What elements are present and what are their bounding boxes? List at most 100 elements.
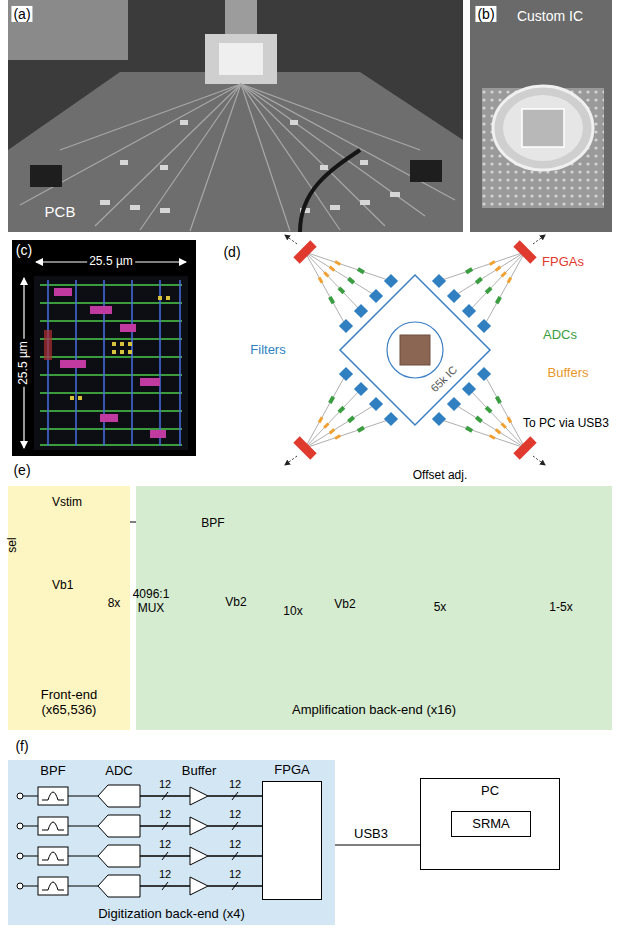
pcb-photo [120, 160, 128, 165]
connector-group [322, 845, 420, 846]
node-label: Front-end (x65,536) [24, 688, 114, 718]
layout-image [166, 296, 170, 300]
layout-image [131, 280, 133, 446]
layout-image [140, 378, 160, 386]
digitization-row [17, 875, 262, 897]
link-note: To PC via USB3 [523, 417, 609, 431]
dimension-label: 25.5 µm [87, 255, 135, 269]
layout-image [54, 288, 72, 296]
panel-letter: (c) [16, 242, 32, 258]
pcb-photo [190, 84, 241, 231]
pcb-photo [20, 84, 455, 231]
layout-image [112, 350, 116, 354]
layout-image [128, 342, 132, 346]
pcb-photo [8, 0, 463, 232]
pcb-photo [300, 150, 360, 232]
ic-photo [522, 109, 564, 147]
column-label: ADC [105, 764, 132, 779]
node-label: Digitization back-end (x4) [98, 907, 245, 922]
pcb-photo [241, 84, 385, 226]
component-label: BPF [201, 517, 224, 531]
layout-image [48, 280, 180, 446]
layout-image [70, 396, 74, 400]
layout-image [159, 280, 161, 446]
pc-box: PC SRMA [420, 778, 560, 870]
pcb-photo [30, 165, 62, 187]
component-label: FPGAs [542, 255, 584, 270]
pcb-photo [205, 34, 277, 84]
digitization-row [17, 785, 262, 807]
well-outline [387, 322, 443, 378]
pcb-photo [241, 84, 420, 150]
layout-image [112, 342, 116, 346]
pcb-photo [241, 84, 425, 216]
pcb-photo [100, 200, 110, 205]
bus-width: 12 [159, 838, 171, 851]
signal-name: Vb2 [225, 596, 246, 610]
digitization-band: Digitization back-end (x4) FPGA [8, 760, 335, 925]
bus-width: 12 [159, 868, 171, 881]
signal-name: Vb1 [52, 579, 73, 593]
bus-width: 12 [159, 778, 171, 791]
ic-photo [470, 0, 612, 232]
pcb-photo [241, 84, 340, 230]
layout-image [54, 288, 166, 438]
bus-width: 12 [229, 808, 241, 821]
ic-photo [493, 86, 593, 170]
photo-caption: Custom IC [517, 8, 583, 24]
layout-image [90, 306, 112, 314]
panel-letter: (d) [223, 244, 240, 260]
layout-image [60, 360, 86, 368]
srma-box: SRMA [451, 811, 531, 837]
pcb-photo [130, 205, 140, 210]
pcb-photo [8, 0, 128, 60]
board-sketch [285, 235, 545, 465]
pcb-photo [95, 84, 241, 226]
pcb-photo [360, 200, 370, 205]
photo-caption: PCB [45, 203, 76, 220]
layout-image [44, 330, 52, 360]
bus-width: 12 [229, 838, 241, 851]
fpga-box: FPGA [262, 781, 322, 900]
layout-image [150, 430, 166, 438]
ic-diamond: 65k IC [340, 275, 490, 425]
multiplicity-label: 8x [108, 597, 121, 611]
layout-image [47, 280, 49, 446]
node-label: FPGA [263, 763, 321, 778]
panel-letter: (e) [13, 462, 30, 478]
column-label: Buffer [182, 764, 216, 779]
pcb-photo [100, 120, 400, 213]
pcb-photo [241, 84, 455, 200]
pcb-photo [60, 84, 241, 150]
node-label: SRMA [472, 817, 510, 832]
ic-outline [340, 275, 490, 425]
signal-name: sel [6, 537, 20, 552]
node-label: Amplification back-end (x16) [292, 703, 456, 718]
bus-width: 12 [159, 808, 171, 821]
digitization-row [17, 845, 262, 867]
panel-letter: (b) [475, 6, 496, 22]
component-label: ADCs [543, 328, 577, 343]
connector-label: USB3 [352, 827, 390, 842]
signal-name: Vstim [52, 496, 82, 510]
pcb-photo [160, 165, 168, 170]
layout-image [12, 240, 196, 456]
layout-image [120, 342, 124, 346]
layout-image [70, 296, 170, 400]
layout-image [34, 276, 188, 450]
layout-image [128, 350, 132, 354]
layout-image [78, 396, 82, 400]
digitization-row [17, 815, 262, 837]
pcb-photo [8, 72, 463, 232]
layout-image [179, 280, 181, 446]
board-outline [340, 275, 490, 425]
bus-width: 12 [229, 868, 241, 881]
ic-photo [503, 95, 583, 161]
pcb-photo [160, 208, 170, 213]
pcb-photo [140, 84, 241, 230]
gain-label: 5x [434, 601, 447, 615]
dimension-label: 25.5 µm [17, 339, 31, 387]
pcb-photo [410, 160, 442, 182]
node-label: PC [481, 784, 499, 799]
